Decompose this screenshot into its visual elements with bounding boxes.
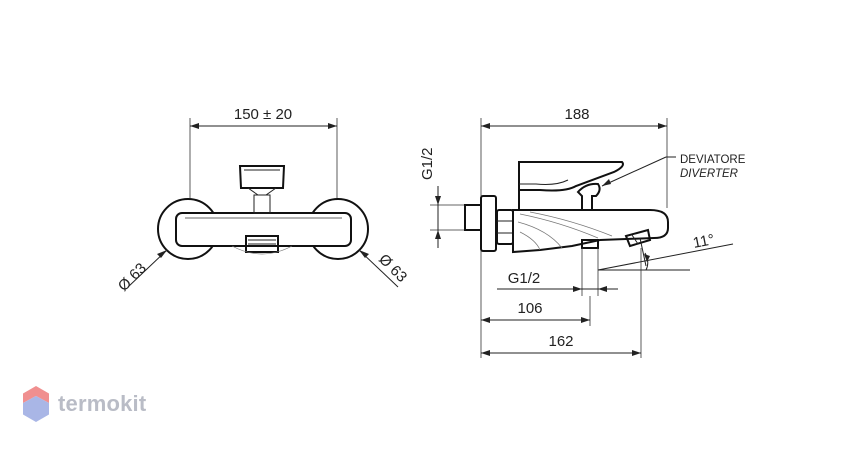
right-diameter-label: Ø 63 (375, 251, 410, 286)
dim-162-label: 162 (548, 333, 573, 350)
spout-outlet-small (581, 239, 599, 249)
diverter-label-en: DIVERTER (680, 168, 738, 180)
termokit-watermark: termokit (22, 385, 146, 423)
side-view: 188 G1/2 (419, 106, 746, 358)
watermark-text: termokit (58, 391, 147, 416)
inlet-thread-label: G1/2 (419, 147, 436, 180)
dim-106-label: 106 (517, 300, 542, 317)
overall-length-label: 188 (564, 106, 589, 123)
termokit-logo-icon (23, 386, 49, 422)
angle-label: 11° (692, 231, 716, 252)
inlet-nipple (464, 204, 482, 231)
diverter-knob-front (238, 165, 286, 189)
spout-outlet-angled (624, 228, 652, 248)
wall-flange-side (480, 195, 497, 252)
handle-side (518, 161, 624, 192)
diverter-label-it: DEVIATORE (680, 154, 746, 166)
front-view: 150 ± 20 Ø 63 Ø 63 (115, 106, 410, 295)
left-diameter-label: Ø 63 (115, 260, 150, 295)
diverter-knob (576, 182, 601, 211)
connection-nut (496, 209, 514, 245)
front-width-label: 150 ± 20 (234, 106, 292, 123)
outlet-thread-label: G1/2 (508, 270, 541, 287)
